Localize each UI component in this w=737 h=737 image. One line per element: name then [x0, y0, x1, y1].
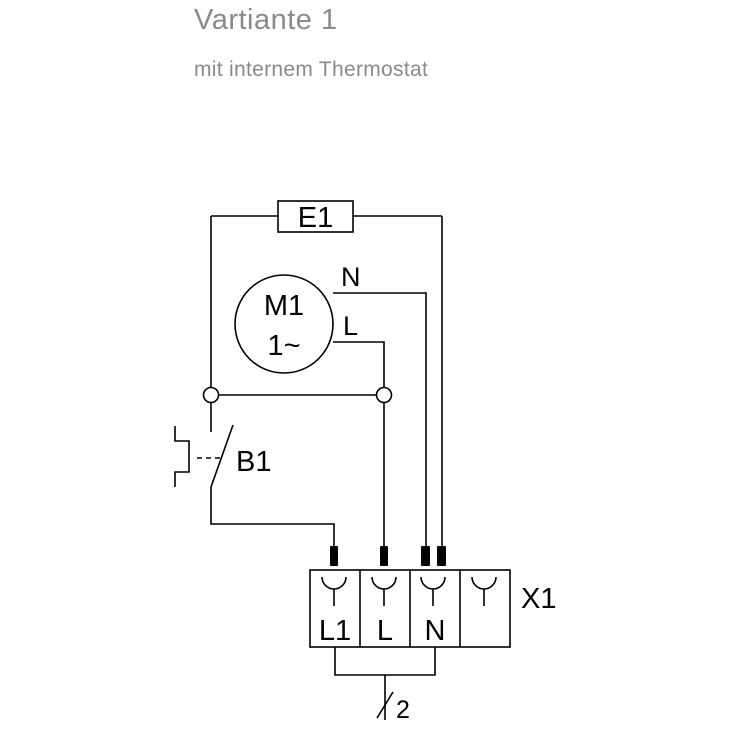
supply-cable-tick [376, 691, 394, 719]
terminal-l1-label: L1 [319, 615, 351, 647]
wire-switch-to-l1 [210, 487, 335, 548]
thermostat-label: B1 [236, 446, 271, 478]
heater-e1 [277, 200, 354, 233]
motor-m1 [234, 274, 334, 374]
wire-motor-n [333, 292, 427, 548]
diagram-title: Vartiante 1 [194, 4, 338, 36]
terminal-block-x1 [309, 569, 511, 648]
supply-cable-bracket [334, 647, 436, 676]
junction-left [202, 386, 220, 404]
diagram-subtitle: mit internem Thermostat [194, 58, 429, 81]
heater-label: E1 [298, 202, 333, 234]
switch-contact [210, 424, 234, 488]
terminal-l-label: L [377, 615, 393, 647]
ferrule-n-heater [437, 546, 446, 566]
thermostat-symbol [174, 426, 190, 487]
motor-label-line1: M1 [264, 290, 304, 322]
motor-label-line2: 1~ [267, 330, 300, 362]
ferrule-l [380, 546, 388, 566]
terminal-n-label: N [425, 615, 446, 647]
motor-terminal-l-label: L [343, 311, 358, 341]
cable-conductor-count: 2 [396, 696, 410, 724]
terminal-block-label: X1 [521, 583, 556, 615]
wire-motor-l [333, 341, 385, 387]
ferrule-n-motor [421, 546, 430, 566]
ferrule-l1 [330, 546, 338, 566]
junction-right [375, 386, 393, 404]
motor-terminal-n-label: N [341, 262, 361, 292]
